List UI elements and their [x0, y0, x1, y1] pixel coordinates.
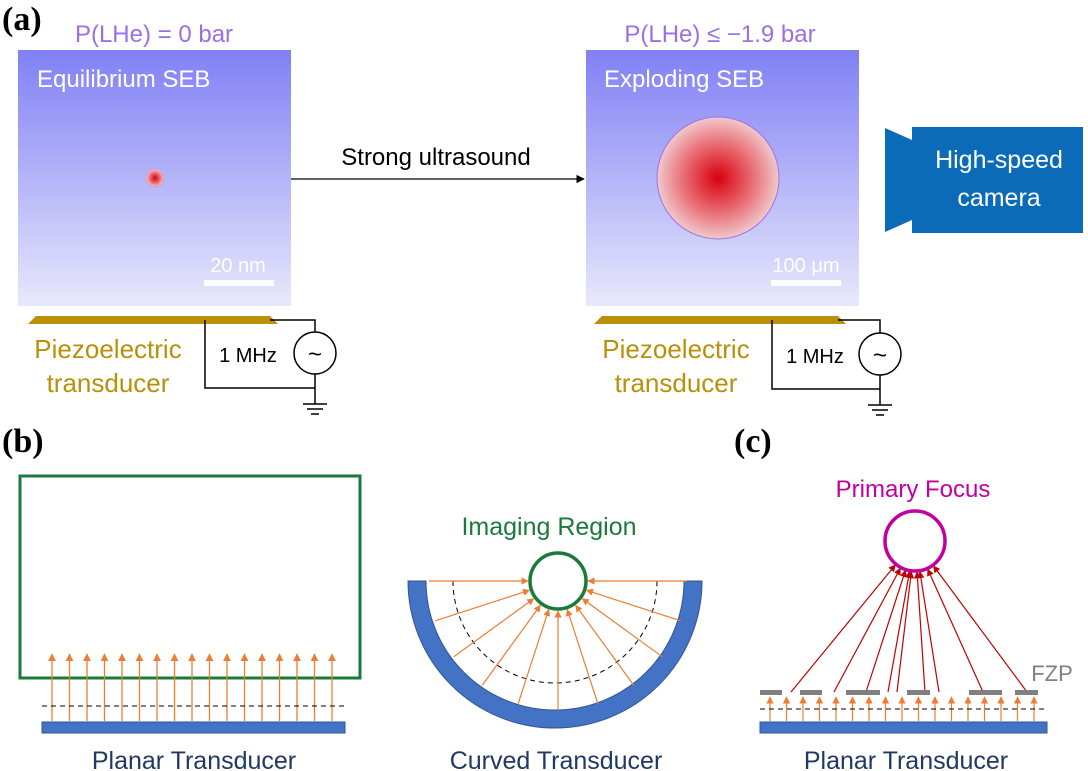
right-pressure-label: P(LHe) ≤ −1.9 bar	[624, 21, 815, 48]
left-ac-source-icon	[293, 331, 337, 375]
focus-arrow	[887, 570, 912, 693]
curved-arrow	[575, 604, 635, 686]
focus-arrow	[927, 568, 984, 693]
curved-arrow	[517, 608, 551, 704]
panel-c-label: (c)	[734, 423, 772, 460]
planar-transducer-label: Planar Transducer	[92, 747, 296, 771]
left-transducer	[28, 316, 278, 324]
focus-arrows	[790, 564, 1028, 693]
right-scale-bar	[771, 280, 841, 286]
fzp-planar-transducer	[759, 721, 1048, 734]
primary-focus-circle	[883, 509, 947, 573]
exploding-bubble	[656, 116, 780, 240]
right-transducer-label-1: Piezoelectric	[602, 334, 749, 364]
primary-focus-label: Primary Focus	[836, 476, 991, 503]
panel-b-label: (b)	[2, 423, 44, 460]
curved-transducer-label: Curved Transducer	[450, 747, 663, 771]
curved-arrow	[585, 588, 681, 622]
left-pressure-label: P(LHe) = 0 bar	[75, 21, 233, 48]
right-frequency-label: 1 MHz	[786, 346, 844, 368]
fzp-plate	[800, 690, 822, 695]
right-ac-symbol: ~	[873, 342, 887, 369]
focus-arrow	[917, 570, 940, 693]
camera-label-2: camera	[957, 184, 1040, 212]
curved-transducer	[407, 580, 703, 729]
focus-arrow	[833, 567, 901, 693]
camera-icon	[885, 127, 1083, 233]
left-transducer-label-2: transducer	[47, 368, 170, 398]
fzp-label: FZP	[1031, 661, 1073, 686]
focus-arrow	[865, 569, 907, 693]
focus-arrow	[790, 564, 896, 693]
right-circuit-wire	[771, 319, 881, 405]
curved-wavefront	[452, 580, 658, 684]
curved-arrow	[481, 604, 541, 686]
left-ac-symbol: ~	[308, 341, 322, 368]
panel-a-label: (a)	[2, 1, 42, 38]
right-ac-source-icon	[858, 332, 902, 376]
curved-arrow	[565, 608, 599, 704]
left-scale-bar	[204, 280, 274, 286]
fzp-plates	[760, 690, 1038, 695]
fzp-plate	[760, 690, 782, 695]
fzp-plate	[969, 690, 1002, 695]
fzp-plate	[1015, 690, 1038, 695]
left-circuit-wire	[204, 319, 316, 404]
fzp-plate	[846, 690, 880, 695]
focus-arrow	[913, 571, 926, 693]
fzp-transducer-label: Planar Transducer	[804, 747, 1008, 771]
left-ground-icon	[303, 403, 327, 415]
right-ground-icon	[868, 404, 892, 416]
curved-arrow	[581, 598, 663, 658]
planar-transducer	[41, 721, 346, 734]
left-frequency-label: 1 MHz	[219, 345, 277, 367]
arrow-label: Strong ultrasound	[341, 144, 530, 171]
imaging-region-label: Imaging Region	[461, 513, 636, 541]
left-scale-label: 20 nm	[210, 255, 266, 277]
fzp-plate	[907, 690, 930, 695]
right-transducer-label-2: transducer	[615, 368, 738, 398]
planar-arrows	[48, 653, 336, 721]
curved-imaging-region	[528, 551, 588, 611]
curved-arrow	[435, 588, 531, 622]
right-transducer	[594, 316, 846, 324]
planar-imaging-region	[18, 474, 362, 680]
curved-arrows	[429, 577, 687, 710]
curved-arrow	[453, 598, 535, 658]
left-transducer-label-1: Piezoelectric	[34, 334, 181, 364]
right-scale-label: 100 μm	[772, 255, 839, 277]
equilibrium-title: Equilibrium SEB	[37, 66, 210, 93]
focus-arrow	[932, 565, 1028, 693]
focus-arrow	[896, 571, 915, 693]
camera-label-1: High-speed	[935, 146, 1063, 174]
equilibrium-bubble	[145, 168, 165, 188]
exploding-title: Exploding SEB	[604, 66, 764, 93]
